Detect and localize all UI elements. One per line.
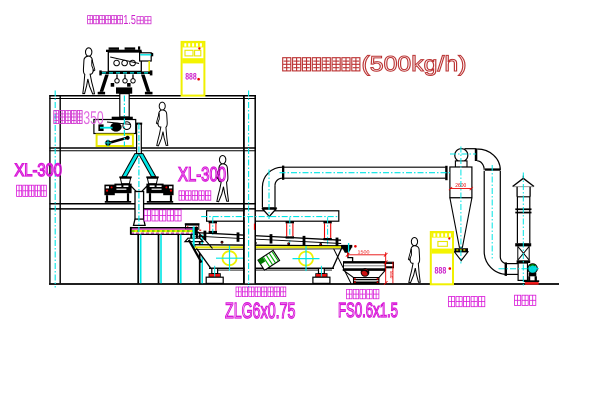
- svg-text:888: 888: [185, 71, 197, 82]
- svg-text:1500: 1500: [358, 250, 371, 255]
- svg-text:350: 350: [83, 107, 103, 128]
- svg-text:XL-300: XL-300: [15, 160, 62, 180]
- svg-text:1.5: 1.5: [123, 12, 135, 27]
- svg-text:FS0.6x1.5: FS0.6x1.5: [338, 299, 398, 322]
- svg-text:XL-300: XL-300: [178, 164, 226, 186]
- svg-text:888: 888: [435, 264, 447, 275]
- svg-text:ZLG6x0.75: ZLG6x0.75: [225, 298, 295, 323]
- svg-text:550: 550: [389, 271, 394, 279]
- svg-text:(500kg/h): (500kg/h): [362, 52, 467, 76]
